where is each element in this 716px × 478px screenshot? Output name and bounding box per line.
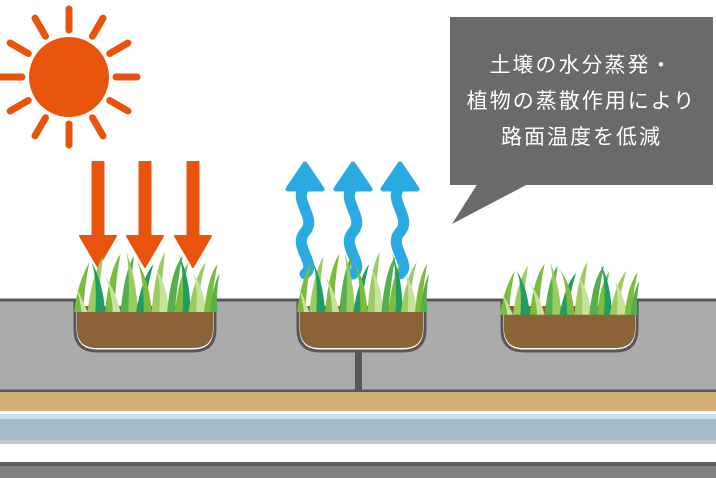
layer-bottom-dark-edge — [0, 462, 716, 466]
soil-bed — [77, 306, 213, 348]
pavement-surface — [0, 298, 716, 393]
soil-bed — [504, 306, 635, 348]
callout-line-3: 路面温度を低減 — [501, 126, 662, 149]
callout-line-1: 土壌の水分蒸発・ — [489, 54, 674, 77]
callout-line-2: 植物の蒸散作用により — [466, 90, 697, 113]
layer-bottom-gray — [0, 466, 716, 478]
soil-bed — [300, 306, 423, 348]
heat-arrows — [79, 161, 212, 268]
drain-pipe — [355, 350, 362, 392]
speech-bubble: 土壌の水分蒸発・ 植物の蒸散作用により 路面温度を低減 — [450, 17, 713, 185]
vapor-arrow-icon — [336, 164, 370, 274]
vapor-arrows — [288, 164, 417, 274]
grass-tuft — [496, 262, 640, 315]
vapor-arrow-icon — [383, 164, 417, 274]
heat-arrow-icon — [79, 161, 117, 268]
layer-blue-gray — [0, 419, 716, 440]
layer-tan-subbase — [0, 392, 716, 411]
layer-light-blue — [0, 414, 716, 419]
heat-arrow-icon — [174, 161, 212, 268]
sun-disc — [29, 37, 109, 117]
speech-bubble-tail — [452, 183, 530, 224]
heat-arrow-icon — [126, 161, 164, 268]
sun-icon — [1, 9, 137, 145]
layer-gray-line — [0, 440, 716, 444]
vapor-arrow-icon — [288, 164, 322, 274]
